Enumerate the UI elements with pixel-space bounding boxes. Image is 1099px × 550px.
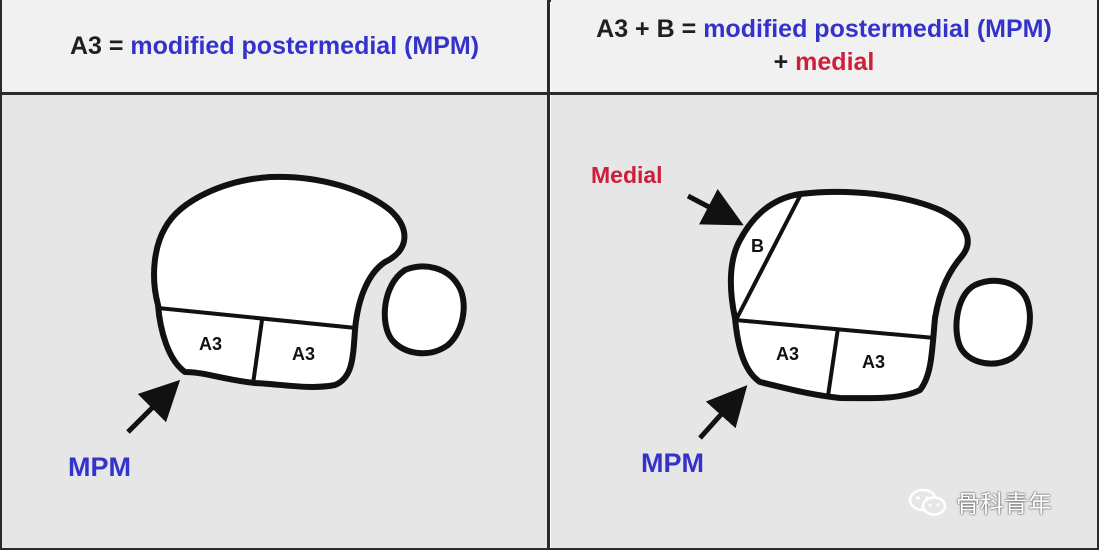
header-right-addition: medial — [795, 48, 875, 76]
right-plateau-outline — [727, 188, 971, 402]
left-a3-divider — [251, 319, 264, 385]
right-segment-b: B — [751, 236, 764, 256]
wechat-icon — [908, 488, 947, 516]
right-medial-label: Medial — [591, 162, 663, 188]
right-a3-divider — [826, 327, 840, 397]
right-horizontal-split — [734, 318, 936, 340]
left-mpm-arrow — [126, 379, 181, 434]
left-mpm-label: MPM — [68, 452, 131, 482]
watermark-text: 骨科青年 — [956, 490, 1052, 518]
left-segment-a3-right: A3 — [292, 344, 316, 364]
right-segment-a3-right: A3 — [862, 352, 886, 372]
header-left-definition: modified postermedial (MPM) — [130, 31, 480, 60]
right-mpm-label: MPM — [641, 448, 704, 478]
left-segment-a3-left: A3 — [199, 334, 223, 354]
header-left-equals: = — [108, 31, 124, 60]
header-left-term: A3 — [69, 31, 102, 60]
header-right: A3 + B = modified postermedial (MPM) + m… — [551, 0, 1097, 92]
column-divider — [547, 0, 550, 550]
right-mpm-arrow — [698, 385, 748, 440]
right-b-split — [735, 195, 802, 319]
left-fibula-outline — [381, 263, 467, 357]
right-fibula-outline — [953, 277, 1033, 367]
header-left: A3 = modified postermedial (MPM) — [2, 0, 547, 92]
left-horizontal-split — [157, 306, 357, 330]
left-plateau-outline — [151, 173, 408, 390]
header-divider — [0, 92, 1099, 95]
right-medial-arrow — [686, 188, 744, 226]
header-right-plus: + — [773, 48, 789, 76]
header-right-equals: = — [681, 15, 697, 43]
header-right-definition: modified postermedial (MPM) — [703, 15, 1052, 43]
header-right-term: A3 + B — [596, 15, 675, 43]
right-segment-a3-left: A3 — [776, 344, 800, 364]
watermark: 骨科青年 — [908, 484, 1052, 519]
